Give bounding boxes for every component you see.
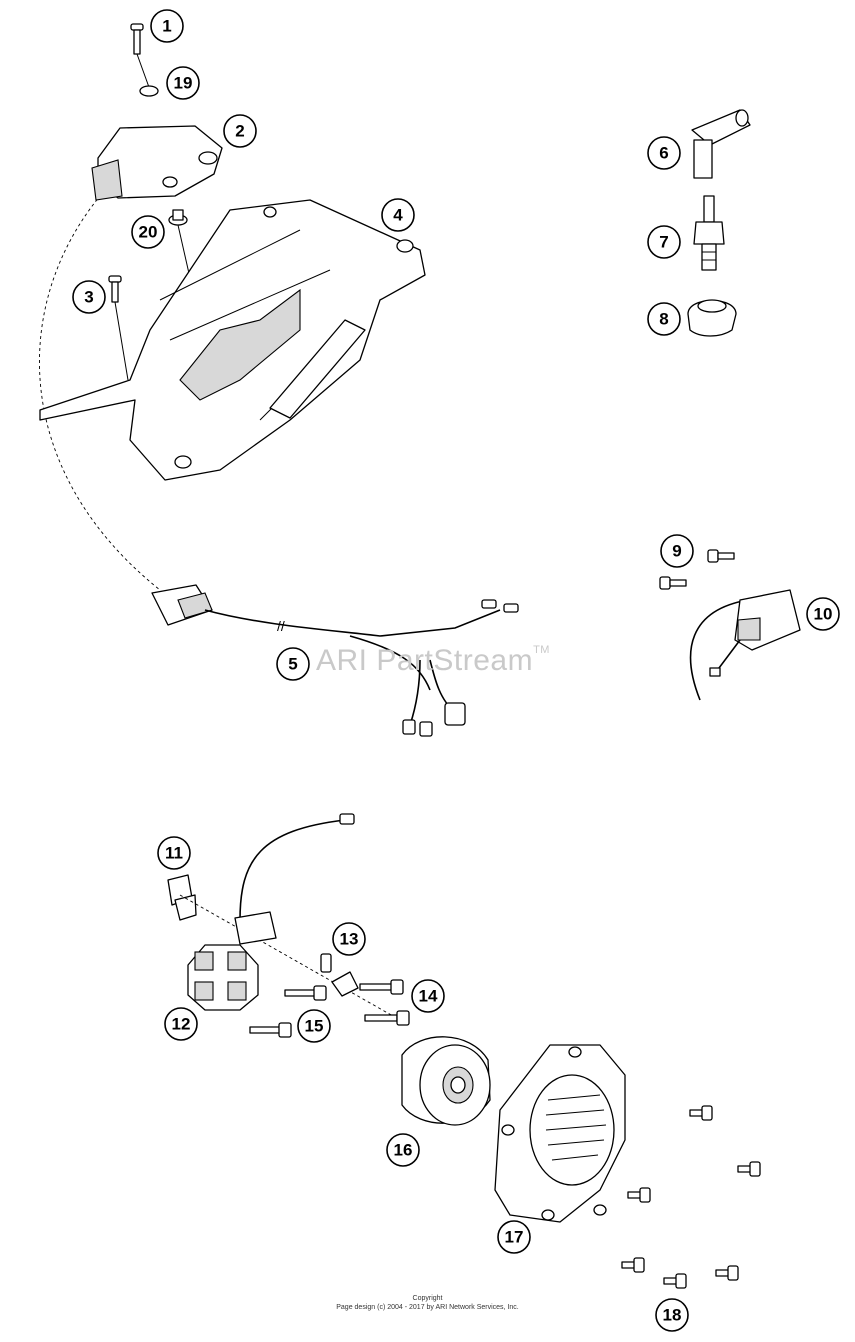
callout-8[interactable]: 8 xyxy=(647,302,681,336)
washer-part-19 xyxy=(139,85,159,97)
footer-line-1: Copyright xyxy=(412,1295,443,1302)
svg-text:18: 18 xyxy=(663,1306,682,1325)
pickup-sensor-part-11 xyxy=(167,813,401,1021)
svg-text:6: 6 xyxy=(659,144,668,163)
callout-14[interactable]: 14 xyxy=(411,979,445,1013)
spacer-part-13 xyxy=(320,953,359,997)
callout-5[interactable]: 5 xyxy=(276,647,310,681)
bolt-part-9 xyxy=(659,549,735,590)
svg-text:17: 17 xyxy=(505,1228,524,1247)
callout-20[interactable]: 20 xyxy=(131,215,165,249)
svg-text:2: 2 xyxy=(235,122,244,141)
svg-text:14: 14 xyxy=(419,987,438,1006)
svg-text:15: 15 xyxy=(305,1017,324,1036)
svg-text:11: 11 xyxy=(165,844,183,863)
bolt-part-3 xyxy=(108,275,129,381)
svg-text:19: 19 xyxy=(174,74,193,93)
callout-1[interactable]: 1 xyxy=(150,9,184,43)
bolt-part-15 xyxy=(249,985,327,1038)
bolt-part-18 xyxy=(621,1105,761,1289)
copyright-footer: Copyright Page design (c) 2004 - 2017 by… xyxy=(0,1294,855,1312)
harness-route-line xyxy=(39,189,161,591)
footer-line-2: Page design (c) 2004 - 2017 by ARI Netwo… xyxy=(336,1304,519,1311)
svg-text:8: 8 xyxy=(659,310,668,329)
svg-text:1: 1 xyxy=(162,17,171,36)
svg-text:20: 20 xyxy=(139,223,158,242)
svg-text:9: 9 xyxy=(672,542,681,561)
svg-text:3: 3 xyxy=(84,288,93,307)
callout-15[interactable]: 15 xyxy=(297,1009,331,1043)
ignition-coil-part-10 xyxy=(689,589,801,701)
svg-text:16: 16 xyxy=(394,1141,413,1160)
bracket-part-4 xyxy=(39,199,426,481)
svg-text://: // xyxy=(277,618,285,634)
watermark: ARI PartStreamTM xyxy=(316,644,550,678)
callout-6[interactable]: 6 xyxy=(647,136,681,170)
watermark-trademark: TM xyxy=(533,644,550,656)
callout-12[interactable]: 12 xyxy=(164,1007,198,1041)
callout-13[interactable]: 13 xyxy=(332,922,366,956)
bolt-part-1 xyxy=(130,23,151,91)
seal-part-8 xyxy=(687,299,737,337)
svg-text:4: 4 xyxy=(393,206,403,225)
svg-text:5: 5 xyxy=(288,655,297,674)
callout-9[interactable]: 9 xyxy=(660,534,694,568)
callout-16[interactable]: 16 xyxy=(386,1133,420,1167)
callout-19[interactable]: 19 xyxy=(166,66,200,100)
stator-part-12 xyxy=(187,944,259,1011)
svg-text:7: 7 xyxy=(659,233,668,252)
flywheel-part-16 xyxy=(401,1036,491,1126)
spark-plug-part-7 xyxy=(693,195,725,271)
callout-4[interactable]: 4 xyxy=(381,198,415,232)
svg-text:12: 12 xyxy=(172,1015,191,1034)
watermark-brand: ARI PartStream xyxy=(316,644,534,677)
callout-7[interactable]: 7 xyxy=(647,225,681,259)
callout-11[interactable]: 11 xyxy=(157,836,191,870)
ignition-cover-part-17 xyxy=(494,1044,626,1223)
callout-18[interactable]: 18 xyxy=(655,1298,689,1332)
callout-3[interactable]: 3 xyxy=(72,280,106,314)
bolt-part-14 xyxy=(359,979,410,1026)
callout-10[interactable]: 10 xyxy=(806,597,840,631)
control-unit-part-2 xyxy=(91,125,223,201)
spark-plug-cap-part-6 xyxy=(691,109,751,179)
callout-2[interactable]: 2 xyxy=(223,114,257,148)
svg-text:10: 10 xyxy=(814,605,833,624)
wiring-harness-part-5: // xyxy=(151,584,519,737)
callout-17[interactable]: 17 xyxy=(497,1220,531,1254)
svg-text:13: 13 xyxy=(340,930,359,949)
